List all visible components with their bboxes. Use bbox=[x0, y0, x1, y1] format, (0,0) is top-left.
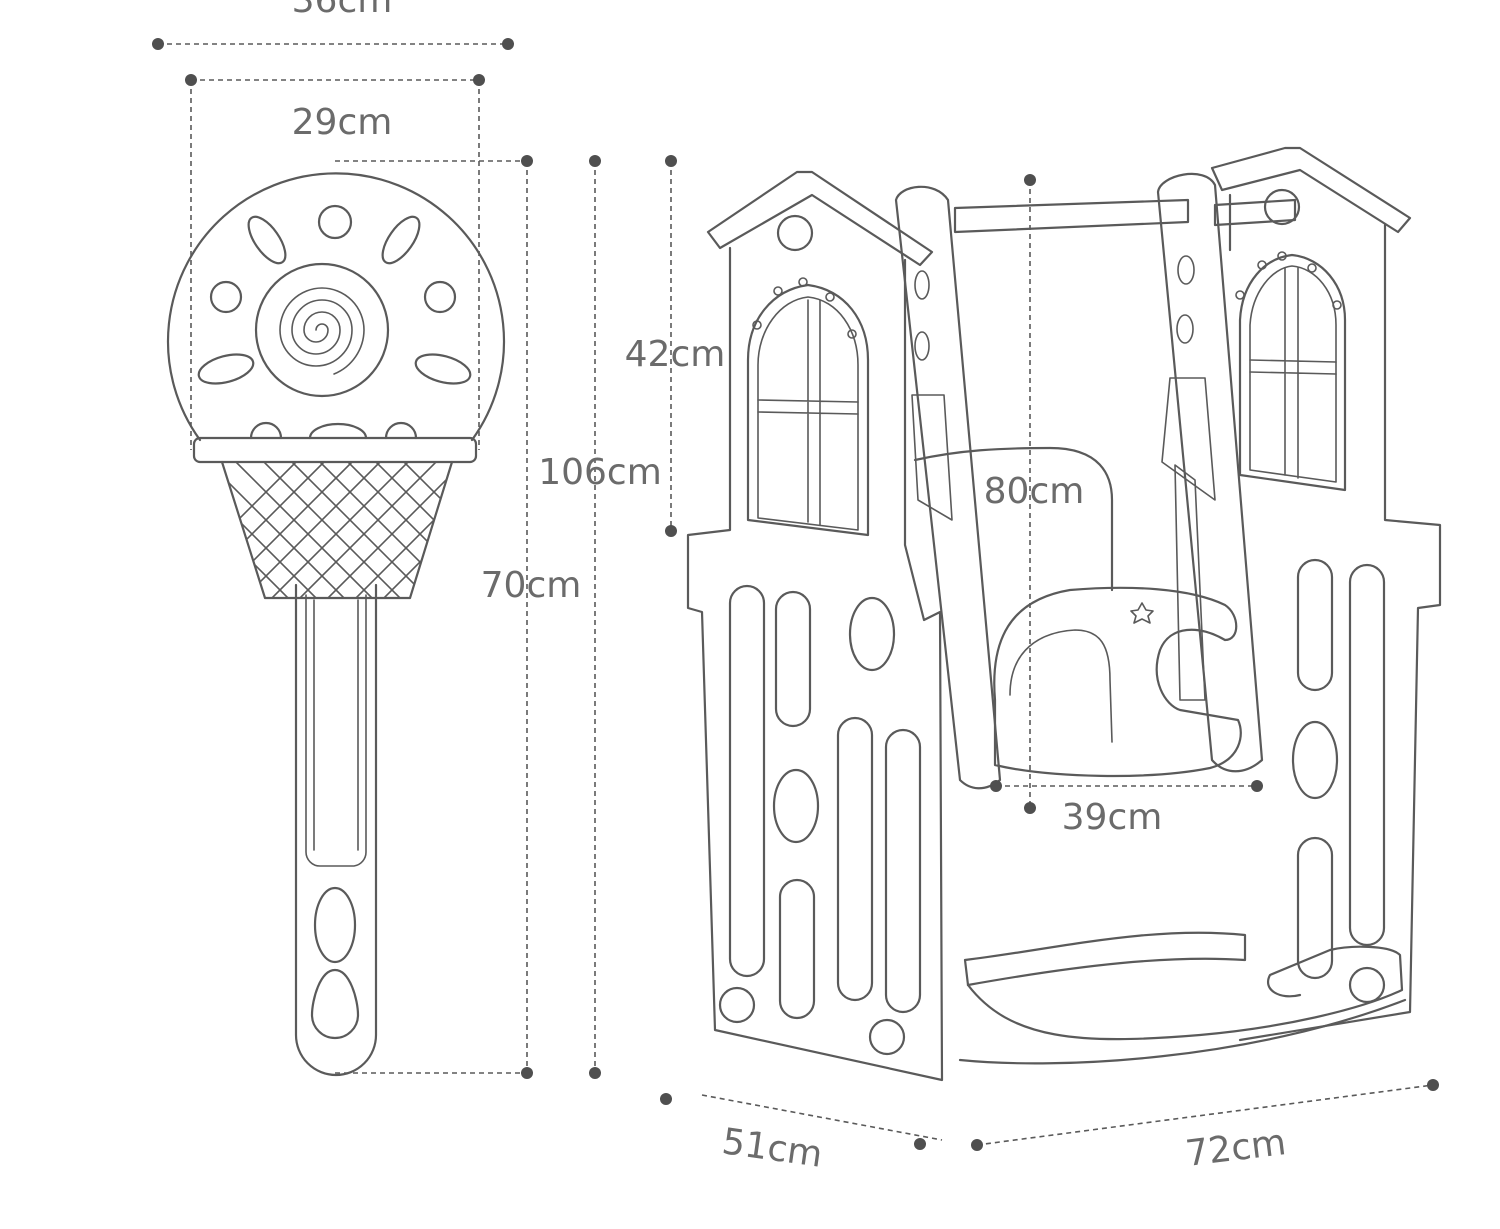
top-bar bbox=[953, 198, 1297, 234]
right-post bbox=[1156, 172, 1264, 773]
hoop-rim bbox=[192, 436, 478, 464]
label-hoop-top-width: 36cm bbox=[292, 0, 393, 21]
base-plate bbox=[966, 945, 1404, 1041]
label-swing-height: 80cm bbox=[984, 471, 1085, 512]
label-width: 72cm bbox=[1183, 1122, 1288, 1175]
base-bottom bbox=[958, 998, 1407, 1065]
swing-set-drawing bbox=[686, 146, 1442, 1082]
sun-decoration bbox=[197, 204, 472, 440]
right-tower bbox=[1210, 146, 1442, 1042]
left-tower bbox=[686, 170, 944, 1082]
basketball-hoop-drawing bbox=[166, 172, 506, 1077]
label-hoop-board-width: 29cm bbox=[292, 102, 393, 143]
label-seat-width: 39cm bbox=[1062, 797, 1163, 838]
label-depth: 51cm bbox=[720, 1121, 825, 1176]
hoop-pole bbox=[294, 583, 378, 1077]
dimension-lines bbox=[152, 38, 1439, 1151]
label-hoop-height: 70cm bbox=[481, 565, 582, 606]
label-upper-height: 42cm bbox=[625, 334, 726, 375]
swing-seat bbox=[913, 446, 1242, 778]
label-frame-height: 106cm bbox=[538, 452, 662, 493]
backboard-outline bbox=[166, 172, 506, 442]
base-step bbox=[963, 931, 1247, 987]
left-post bbox=[894, 185, 1002, 790]
